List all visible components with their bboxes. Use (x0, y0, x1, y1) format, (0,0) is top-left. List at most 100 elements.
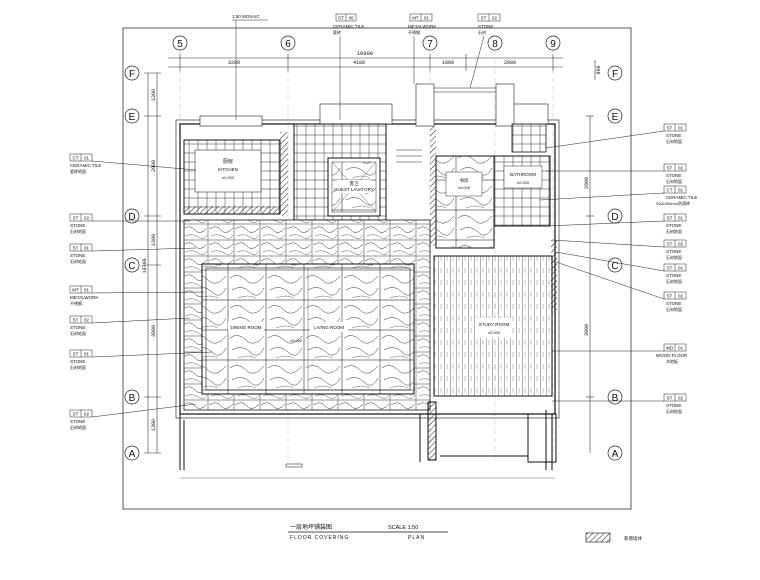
drawing-scale: SCALE 1:50 (388, 525, 418, 531)
svg-text:3900: 3900 (151, 325, 157, 337)
tag-right-3: CT 01 CERAMIC TILE 300x300mm防滑砖 (539, 185, 697, 206)
svg-text:6: 6 (285, 39, 291, 50)
svg-text:01: 01 (678, 346, 684, 351)
tag-left-6: ST 01 STONE 石材地面 (69, 349, 213, 370)
svg-text:STONE: STONE (666, 403, 681, 408)
grid-row-e-left: E (129, 112, 136, 123)
svg-text:ST: ST (73, 318, 79, 323)
svg-text:1300: 1300 (151, 89, 157, 101)
drawing-title: 一层地坪铺装图 FLOOR COVERING SCALE 1:50 PLAN (288, 523, 448, 541)
tag-right-2: ST 02 STONE 石材地面 (546, 163, 687, 184)
svg-text:06: 06 (348, 16, 354, 21)
hatched-wall-2 (184, 206, 280, 214)
plan-label: PLAN (408, 535, 425, 541)
svg-text:石材地面: 石材地面 (70, 330, 86, 336)
left-tags: CT 01 CERAMIC TILE 瓷砖地面 ST 02 STONE 石材地面… (69, 153, 213, 430)
title-en: FLOOR COVERING (290, 535, 349, 541)
grid-col-9: 9 (545, 35, 561, 460)
svg-text:ST: ST (73, 412, 79, 417)
svg-text:石材地面: 石材地面 (666, 278, 682, 284)
svg-text:书房: 书房 (460, 177, 469, 184)
svg-text:01: 01 (424, 16, 430, 21)
tag-right-9: ST 02 STONE 石材地面 (552, 393, 687, 414)
svg-text:01: 01 (84, 352, 90, 357)
legend: 新增墙体 (585, 532, 642, 543)
svg-text:石材地面: 石材地面 (666, 178, 682, 184)
grid-row-c-left: C (128, 261, 135, 272)
svg-text:E: E (612, 112, 619, 123)
svg-text:METALWORK: METALWORK (408, 24, 436, 29)
svg-text:CT: CT (73, 156, 79, 161)
svg-text:厨房: 厨房 (223, 158, 233, 165)
svg-text:CERAMIC TILE: CERAMIC TILE (70, 163, 101, 168)
svg-text:石材地面: 石材地面 (666, 138, 682, 144)
svg-text:石材地面: 石材地面 (666, 306, 682, 312)
svg-text:01: 01 (678, 188, 684, 193)
svg-text:ST: ST (73, 216, 79, 221)
svg-text:A: A (612, 449, 619, 460)
legend-hatch-swatch (585, 532, 611, 543)
svg-text:300x300mm防滑砖: 300x300mm防滑砖 (656, 200, 690, 206)
svg-text:900: 900 (596, 65, 602, 74)
grid-row-a-left: A (129, 449, 136, 460)
dim-top-2: 4100 (353, 60, 365, 66)
grid-rows-right: F E D C B A (607, 65, 623, 461)
tag-left-4: MT 01 METALWORK 不锈钢 (69, 285, 205, 306)
svg-text:石材地面: 石材地面 (70, 258, 86, 264)
svg-text:ST: ST (338, 16, 344, 21)
tag-top-stone: ST 02 STONE 石材 (469, 13, 501, 89)
svg-text:1300: 1300 (151, 234, 157, 246)
svg-text:01: 01 (84, 156, 90, 161)
svg-text:1:50 MOSAIC: 1:50 MOSAIC (232, 14, 261, 19)
hatched-wall-3 (551, 240, 557, 310)
grid-row-b-left: B (129, 393, 136, 404)
svg-text:9: 9 (550, 39, 556, 50)
dim-top-3: 1000 (442, 60, 454, 66)
svg-text:不锈钢: 不锈钢 (408, 29, 420, 35)
svg-text:STUDY ROOM: STUDY ROOM (479, 322, 510, 327)
svg-text:ST: ST (667, 294, 673, 299)
tag-left-3: ST 01 STONE 石材地面 (69, 243, 197, 264)
svg-text:WD: WD (666, 346, 674, 351)
svg-text:01: 01 (678, 266, 684, 271)
svg-text:LIVING ROOM: LIVING ROOM (314, 325, 344, 330)
left-dimensions (144, 72, 161, 454)
svg-text:ST: ST (667, 166, 673, 171)
svg-text:CT: CT (667, 188, 673, 193)
svg-text:石材地面: 石材地面 (666, 254, 682, 260)
svg-text:C: C (611, 261, 618, 272)
svg-text:石材地面: 石材地面 (70, 424, 86, 430)
svg-text:石材: 石材 (478, 29, 486, 35)
svg-text:8: 8 (492, 39, 498, 50)
svg-text:BATHROOM: BATHROOM (510, 172, 536, 177)
legend-label: 新增墙体 (624, 535, 642, 542)
svg-text:ST: ST (667, 396, 673, 401)
svg-text:CERAMIC TILE: CERAMIC TILE (333, 24, 364, 29)
tag-right-7: ST 02 STONE 石材地面 (555, 261, 687, 312)
svg-text:F: F (612, 69, 618, 80)
svg-text:石材地面: 石材地面 (666, 228, 682, 234)
svg-text:STONE: STONE (70, 253, 85, 258)
svg-text:ST: ST (667, 126, 673, 131)
svg-text:ST: ST (73, 246, 79, 251)
svg-text:STONE: STONE (70, 359, 85, 364)
right-tags: ST 01 STONE 石材地面 ST 02 STONE 石材地面 CT 01 … (539, 123, 697, 414)
svg-text:石材地面: 石材地面 (666, 408, 682, 414)
dim-top-1: 3200 (228, 60, 240, 66)
right-dimensions (586, 60, 596, 453)
tag-right-8: WD 01 WOOD FLOOR 木地板 (552, 343, 688, 364)
svg-text:客卫: 客卫 (350, 180, 359, 187)
svg-text:GUEST LAVATORY: GUEST LAVATORY (334, 187, 374, 192)
svg-text:02: 02 (84, 412, 90, 417)
hatched-wall-4 (430, 126, 436, 246)
svg-text:±0.000: ±0.000 (488, 330, 501, 335)
svg-text:02: 02 (678, 294, 684, 299)
svg-text:STONE: STONE (70, 419, 85, 424)
lower-walls (179, 401, 557, 470)
svg-text:±0.000: ±0.000 (517, 180, 530, 185)
grid-col-6: 6 (280, 35, 296, 460)
dim-overall-top: 10900 (357, 50, 374, 57)
svg-text:STONE: STONE (666, 273, 681, 278)
svg-text:ST: ST (73, 352, 79, 357)
tag-right-1: ST 01 STONE 石材地面 (545, 123, 687, 149)
